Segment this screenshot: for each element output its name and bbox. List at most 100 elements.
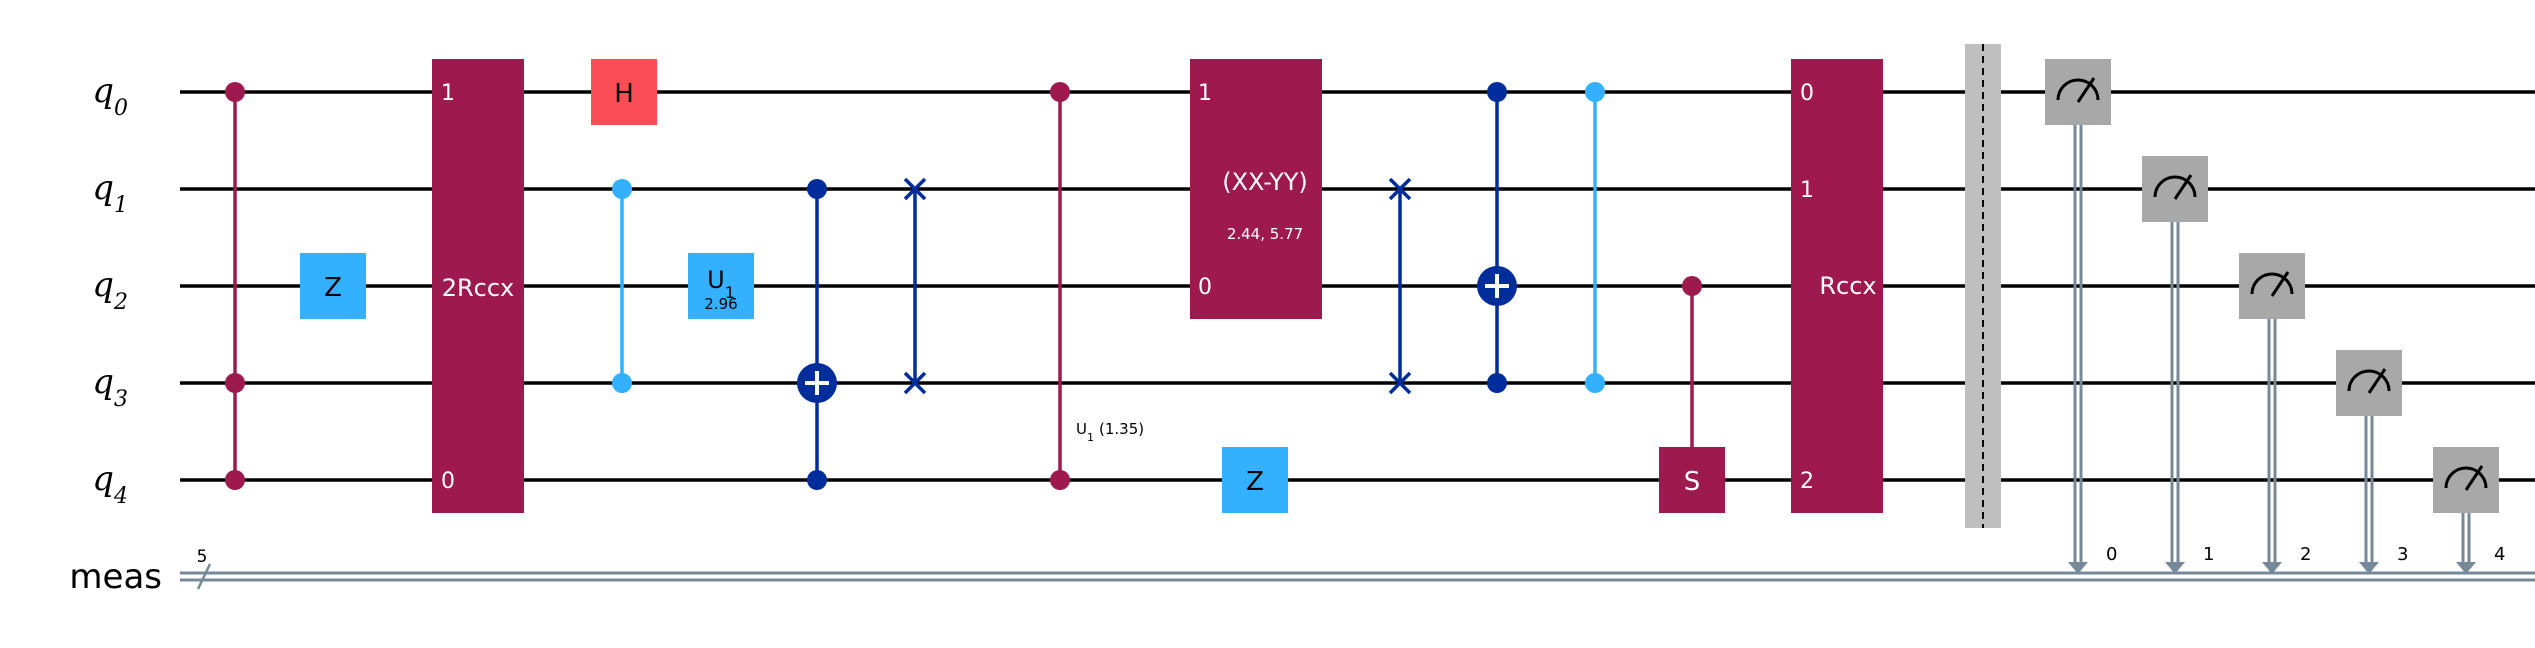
- cu1-dot-q4: [1050, 470, 1070, 490]
- measure-arrow-4: [2456, 562, 2476, 574]
- rccx-gate: Rccx 0 1 2: [1791, 59, 1883, 513]
- measurements: 0 1 2 3 4: [2045, 59, 2505, 574]
- u1-gate-box: [688, 253, 754, 319]
- rccx-box: [1791, 59, 1883, 513]
- measure-bit-label-1: 1: [2203, 544, 2214, 565]
- measure-box-4: [2433, 447, 2499, 513]
- cz2-dot-q0: [1585, 82, 1605, 102]
- cu1-gate-q0-q4: U1(1.35): [1050, 82, 1144, 490]
- cz2-gate-q0-q3: [1585, 82, 1605, 393]
- measure-arrow-3: [2359, 562, 2379, 574]
- meter-arc-icon: [2056, 78, 2100, 101]
- label-q1: q1: [92, 168, 128, 218]
- meter-needle-icon: [2173, 174, 2193, 200]
- label-q2: q2: [92, 265, 128, 315]
- toffoli2-control-q3: [1487, 373, 1507, 393]
- measure-q3: 3: [2336, 350, 2408, 574]
- measure-bit-label-0: 0: [2106, 544, 2117, 565]
- meter-arc-icon: [2250, 272, 2294, 295]
- meter-arc-icon: [2347, 369, 2391, 392]
- u1-gate-label: U1: [707, 266, 735, 302]
- u1-gate-param: 2.96: [704, 295, 737, 313]
- swap2-gate-q1-q3: [1388, 177, 1412, 395]
- z2-gate-box: [1222, 447, 1288, 513]
- toffoli-control-q1: [807, 179, 827, 199]
- swap2-x-q3-b: [1388, 371, 1412, 395]
- qubit-wires: [180, 90, 2535, 482]
- measure-box-1: [2142, 156, 2208, 222]
- measure-q4: 4: [2433, 447, 2505, 574]
- s-gate-label: S: [1684, 467, 1701, 497]
- cz-dot-q1: [612, 179, 632, 199]
- rccx2-box: [432, 59, 524, 513]
- label-meas: meas: [69, 557, 162, 597]
- measure-arrow-0: [2068, 562, 2088, 574]
- creg-size: 5: [197, 547, 208, 567]
- rccx2-pin-q0: 1: [441, 81, 455, 106]
- meter-arc-icon: [2153, 175, 2197, 198]
- label-q3: q3: [92, 362, 128, 412]
- measure-box-2: [2239, 253, 2305, 319]
- measure-q0: 0: [2045, 59, 2117, 574]
- ccz-gate: [225, 82, 245, 490]
- measure-arrow-2: [2262, 562, 2282, 574]
- measure-arrow-1: [2165, 562, 2185, 574]
- toffoli-gate: [797, 179, 837, 490]
- register-labels: q0 q1 q2 q3 q4 meas: [69, 71, 162, 597]
- rccx-pin-q1: 1: [1800, 178, 1814, 203]
- h-gate-q0: H: [591, 59, 657, 125]
- cz2-dot-q3: [1585, 373, 1605, 393]
- xxyy-pin-q2: 0: [1198, 275, 1212, 300]
- meter-needle-icon: [2464, 465, 2484, 491]
- ccz-dot-q0: [225, 82, 245, 102]
- cs-dot-q2: [1682, 276, 1702, 296]
- swap2-x-q1-b: [1388, 177, 1412, 201]
- u1-gate-q2: U1 2.96: [688, 253, 754, 319]
- rccx2-label: 2Rccx: [442, 274, 515, 302]
- creg-bus-slash: [196, 563, 212, 590]
- cu1-label: U1(1.35): [1076, 420, 1144, 444]
- meter-arc-icon: [2444, 466, 2488, 489]
- z-gate-label: Z: [324, 273, 342, 303]
- rccx2-gate: 2Rccx 1 0: [432, 59, 524, 513]
- measure-bit-label-2: 2: [2300, 544, 2311, 565]
- label-q0: q0: [92, 71, 128, 121]
- z-gate-q4: Z: [1222, 447, 1288, 513]
- meter-needle-icon: [2270, 271, 2290, 297]
- barrier: [1965, 44, 2001, 528]
- xxyy-label: (XX-YY): [1222, 168, 1308, 196]
- ccz-dot-q4: [225, 470, 245, 490]
- measure-bit-label-3: 3: [2397, 544, 2408, 565]
- swap-gate-q1-q3: [903, 177, 927, 395]
- swap-x-q3-b: [903, 371, 927, 395]
- meter-needle-icon: [2367, 368, 2387, 394]
- measure-box-3: [2336, 350, 2402, 416]
- classical-register-wire: 5: [180, 547, 2535, 590]
- cu1-dot-q0: [1050, 82, 1070, 102]
- z-gate-box: [300, 253, 366, 319]
- h-gate-box: [591, 59, 657, 125]
- measure-box-0: [2045, 59, 2111, 125]
- h-gate-label: H: [614, 79, 634, 109]
- cz-dot-q3: [612, 373, 632, 393]
- s-gate-box: [1659, 447, 1725, 513]
- swap-x-q1-b: [903, 177, 927, 201]
- xxyy-gate: (XX-YY) 2.44, 5.77 1 0: [1190, 59, 1322, 319]
- ccz-dot-q3: [225, 373, 245, 393]
- xxyy-box: [1190, 59, 1322, 319]
- rccx-pin-q4: 2: [1800, 469, 1814, 494]
- toffoli2-gate: [1477, 82, 1517, 393]
- z-gate-q2: Z: [300, 253, 366, 319]
- rccx2-pin-q4: 0: [441, 469, 455, 494]
- toffoli2-control-q0: [1487, 82, 1507, 102]
- rccx-label: Rccx: [1819, 272, 1876, 300]
- cs-gate-q2-q4: S: [1659, 276, 1725, 513]
- label-q4: q4: [92, 459, 128, 509]
- xxyy-pin-q0: 1: [1198, 81, 1212, 106]
- xxyy-param: 2.44, 5.77: [1227, 225, 1303, 243]
- z2-gate-label: Z: [1246, 467, 1264, 497]
- measure-q1: 1: [2142, 156, 2214, 574]
- cz-gate-q1-q3: [612, 179, 632, 393]
- rccx-pin-q0: 0: [1800, 81, 1814, 106]
